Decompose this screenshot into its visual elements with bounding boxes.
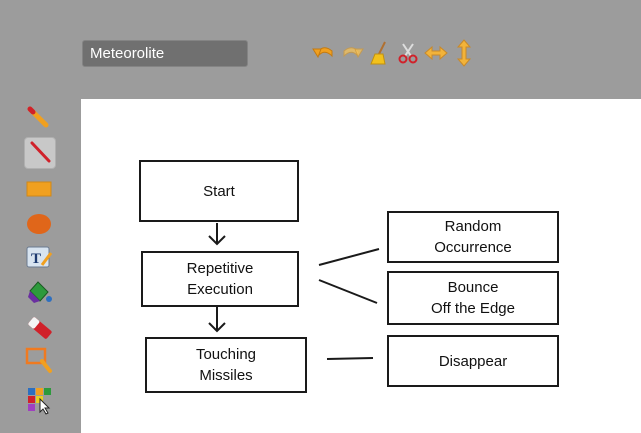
- tool-pencil[interactable]: [22, 103, 58, 133]
- ellipse-icon: [27, 214, 51, 234]
- box-bounce-line1: Bounce: [447, 279, 499, 296]
- box-start-text: Start: [203, 182, 235, 200]
- flip-horizontal-button[interactable]: [422, 38, 450, 68]
- flowchart-box-touching-missiles: Touching Missiles: [145, 337, 307, 393]
- tool-fill[interactable]: [22, 277, 58, 307]
- clear-button[interactable]: [366, 38, 394, 68]
- flip-vertical-button[interactable]: [450, 38, 478, 68]
- left-toolbox: T: [22, 101, 62, 433]
- pencil-icon: [27, 106, 49, 128]
- tool-select[interactable]: [22, 345, 58, 375]
- flowchart-connectors: [208, 223, 380, 360]
- scissors-icon: [398, 43, 418, 64]
- redo-button[interactable]: [338, 38, 366, 68]
- resize-horizontal-icon: [424, 45, 448, 61]
- eraser-icon: [28, 317, 52, 339]
- text-icon: T: [26, 246, 53, 268]
- box-random-line1: Random: [444, 218, 502, 235]
- link-touching-to-disappear: [326, 357, 374, 360]
- link-repetitive-to-bounce: [318, 279, 378, 304]
- tool-ellipse[interactable]: [22, 209, 58, 239]
- tool-line[interactable]: [22, 137, 58, 169]
- flowchart-box-repetitive-execution: Repetitive Execution: [141, 251, 299, 307]
- tool-eraser[interactable]: [22, 313, 58, 343]
- undo-icon: [312, 47, 333, 59]
- palette-icon: [28, 388, 51, 415]
- flowchart-box-bounce-off-edge: Bounce Off the Edge: [387, 271, 559, 325]
- line-icon: [30, 141, 51, 163]
- tool-text[interactable]: T: [22, 243, 58, 273]
- fill-icon: [28, 281, 52, 303]
- resize-vertical-icon: [456, 39, 472, 67]
- flowchart-box-start: Start: [139, 160, 299, 222]
- flowchart-box-random-occurrence: Random Occurrence: [387, 211, 559, 263]
- box-disappear-text: Disappear: [438, 352, 508, 370]
- text-tool-glyph: T: [31, 251, 41, 267]
- rectangle-icon: [26, 181, 52, 197]
- broom-icon: [370, 41, 386, 65]
- link-repetitive-to-random: [318, 248, 380, 266]
- box-repetitive-line1: Repetitive: [186, 260, 254, 277]
- tool-rectangle[interactable]: [22, 175, 58, 205]
- box-random-line2: Occurrence: [434, 239, 512, 256]
- cut-button[interactable]: [394, 38, 422, 68]
- box-repetitive-line2: Execution: [187, 281, 253, 298]
- undo-button[interactable]: [310, 38, 338, 68]
- arrowhead-start-to-repetitive: [208, 235, 226, 246]
- arrowhead-repetitive-to-touching: [208, 322, 226, 333]
- select-icon: [25, 347, 52, 373]
- drawing-canvas[interactable]: Start Repetitive Execution Touching Miss…: [81, 99, 641, 433]
- box-bounce-line2: Off the Edge: [431, 300, 515, 317]
- box-touching-line1: Touching: [195, 346, 257, 363]
- redo-icon: [343, 47, 364, 59]
- project-title-field[interactable]: Meteorolite: [82, 40, 248, 67]
- flowchart-box-disappear: Disappear: [387, 335, 559, 387]
- tool-palette[interactable]: [22, 385, 58, 415]
- box-touching-line2: Missiles: [199, 367, 253, 384]
